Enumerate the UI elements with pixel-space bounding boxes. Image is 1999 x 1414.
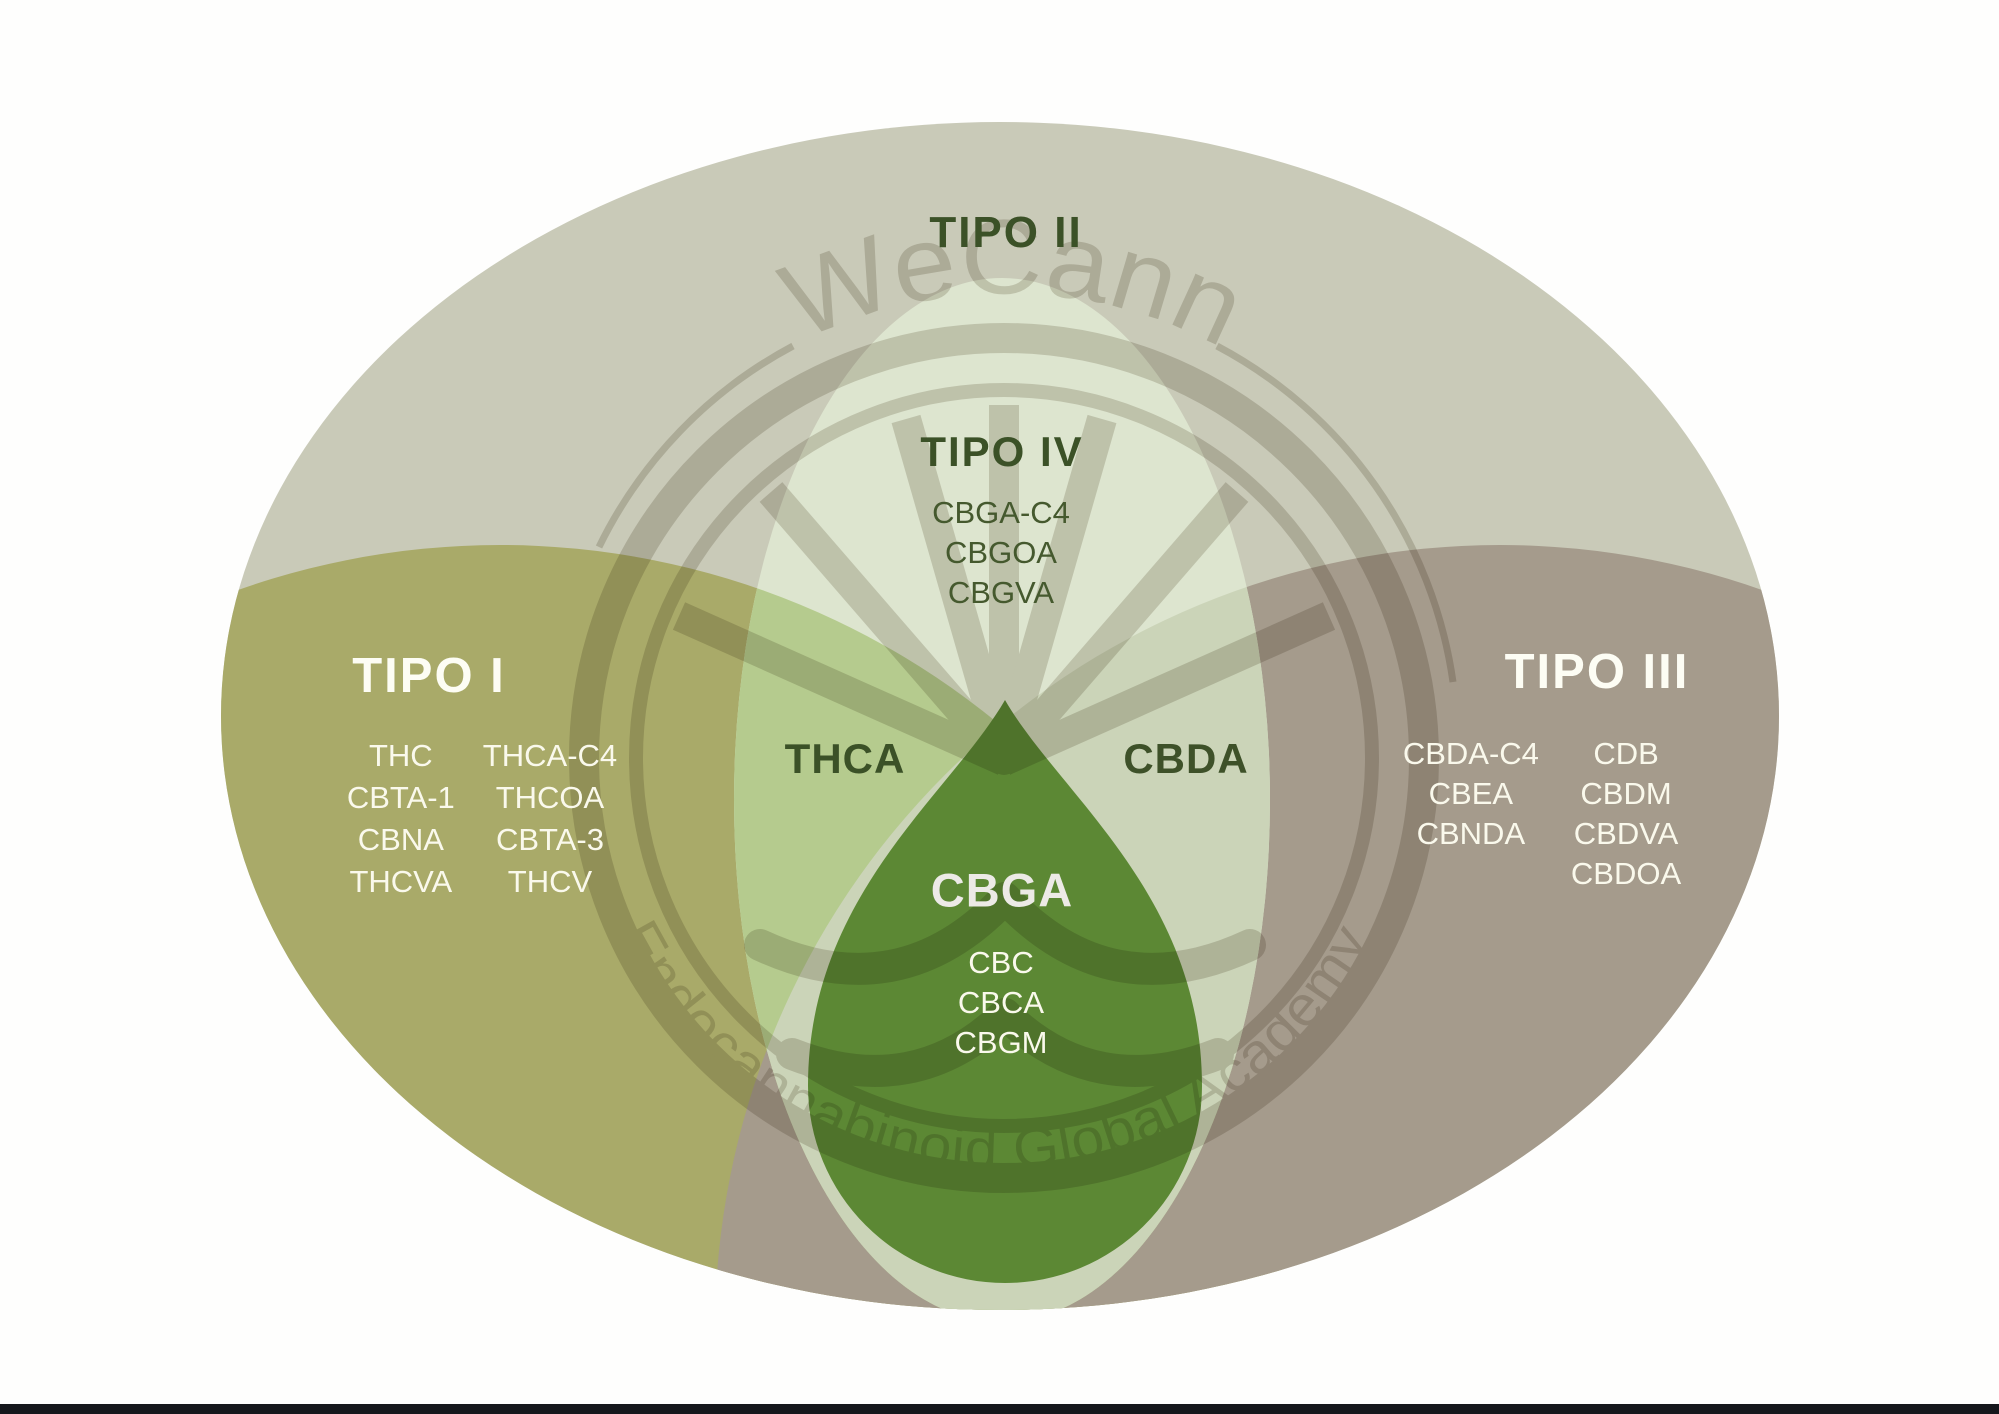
compound-item: CBEA	[1428, 776, 1514, 811]
compound-item: CBDM	[1580, 776, 1672, 811]
tipo3-title: TIPO III	[1504, 645, 1690, 699]
compound-item: CBTA-1	[346, 780, 455, 815]
cbga-teardrop-region	[808, 700, 1202, 1283]
cbda-label: CBDA	[1123, 735, 1249, 782]
compound-item: THCA-C4	[482, 738, 618, 773]
bottom-edge-bar	[0, 1404, 1999, 1414]
compound-item: CBDVA	[1573, 816, 1679, 851]
compound-item: THCVA	[349, 864, 453, 899]
ring-swoosh-left-icon	[595, 342, 795, 549]
logo-inner-rind-circle-icon	[629, 383, 1379, 1133]
compound-item: CBGM	[954, 1025, 1048, 1060]
compound-item: CBTA-3	[495, 822, 604, 857]
cbga-title: CBGA	[930, 863, 1074, 917]
compound-item: CBCA	[957, 985, 1045, 1020]
compound-item: THC	[368, 738, 433, 773]
logo-hub-dot-icon	[990, 747, 1018, 775]
compound-item: CBNDA	[1416, 816, 1526, 851]
compound-item: CBDA-C4	[1402, 736, 1539, 771]
tipo4-title: TIPO IV	[920, 428, 1084, 475]
tipo3-compound-list: CBDA-C4 CBEA CBNDA CDB CBDM CBDVA CBDOA	[1403, 734, 1681, 894]
compound-item: CBNA	[357, 822, 444, 857]
compound-item: CBC	[968, 945, 1034, 980]
logo-book-curves-icon	[744, 882, 1266, 1087]
compound-item: CBGOA	[945, 535, 1057, 570]
compound-item: THCV	[507, 864, 593, 899]
tipo4-compound-list: CBGA-C4 CBGOA CBGVA	[932, 493, 1070, 613]
tipo2-title: TIPO II	[929, 208, 1083, 257]
thca-label: THCA	[784, 735, 906, 782]
ring-swoosh-right-icon	[1215, 342, 1457, 683]
compound-item: CBDOA	[1570, 856, 1682, 891]
cbga-compound-list: CBC CBCA CBGM	[955, 943, 1048, 1063]
tipo1-title: TIPO I	[352, 649, 506, 703]
compound-item: CBGA-C4	[932, 495, 1070, 530]
logo-citrus-segments-icon	[672, 405, 1336, 775]
compound-item: CDB	[1593, 736, 1659, 771]
logo-outer-rind-circle-icon	[569, 323, 1439, 1193]
tipo1-compound-list: THC CBTA-1 CBNA THCVA THCA-C4 THCOA CBTA…	[347, 735, 617, 903]
compound-item: THCOA	[495, 780, 605, 815]
compound-item: CBGVA	[947, 575, 1055, 610]
